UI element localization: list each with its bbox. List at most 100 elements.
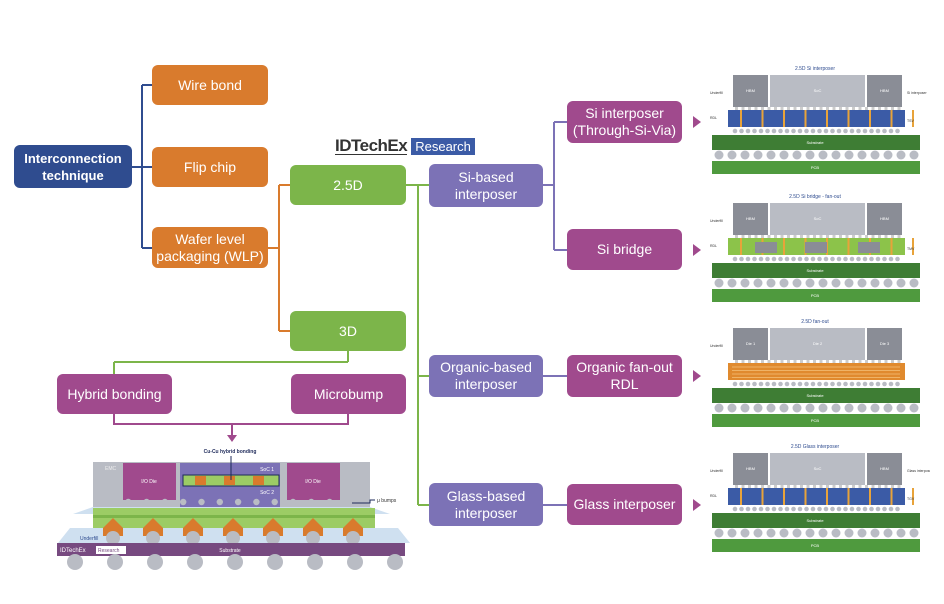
figure-mark [839,485,842,488]
figure-mark [735,107,738,110]
chip [770,328,865,360]
pcb [712,539,920,552]
solder-ball [805,150,815,160]
figure-mark [869,488,871,505]
figure-mark [735,485,738,488]
c4-bump [146,531,160,545]
chip [867,203,902,235]
solder-ball [883,278,893,288]
solder-ball [766,278,776,288]
c4-bump [226,531,240,545]
figure-mark [804,381,809,387]
figure-mark [823,506,829,512]
solder-ball [831,403,841,413]
figure-mark [797,128,803,134]
figure-mark [895,506,900,512]
emc-label: EMC [105,466,117,472]
figure-mark [884,360,888,363]
figure-mark [784,256,790,262]
figure-mark [897,485,901,488]
figure-mark [869,256,874,262]
solder-ball [753,150,763,160]
solder-ball [818,403,828,413]
figure-mark [826,235,829,238]
figure-mark [748,485,751,488]
pcb [712,161,920,174]
pcb [712,289,920,302]
chip-label: Die 2 [813,341,823,346]
figure-mark [793,107,797,110]
figure-mark [739,381,744,387]
figure-mark [845,107,849,110]
figure-mark [800,235,803,238]
figure-mark [783,110,785,127]
solder-ball [766,528,776,538]
ubump [271,498,278,506]
right-callout: TMV [907,247,915,251]
figure-mark [774,485,777,488]
solder-ball [844,278,854,288]
figure-mark [806,485,810,488]
figure-mark [849,506,855,512]
figure-mark [732,256,738,262]
figure-mark [767,360,771,363]
figure-mark [897,107,901,110]
solder-ball [896,528,906,538]
figure-mark [836,128,842,134]
figure-mark [869,110,871,127]
chip-label: HBM [880,466,889,471]
io-die-label: I/O Die [305,479,321,485]
figure-mark [884,235,888,238]
ubump [125,498,132,506]
chip-label: SoC [814,466,822,471]
figure-mark [800,360,803,363]
substrate [712,263,920,278]
solder-ball [844,528,854,538]
figure-mark [745,128,751,134]
solder-ball [831,278,841,288]
solder-ball [792,150,802,160]
figure-mark [784,128,790,134]
solder-ball [831,150,841,160]
figure-mark [735,360,738,363]
figure-mark [875,506,881,512]
left-callout: RDL [710,116,717,120]
figure-mark [912,238,914,255]
io-die-label: I/O Die [141,479,157,485]
solder-ball [909,278,919,288]
left-callout: RDL [710,244,717,248]
figure-mark [740,488,742,505]
figure-mark [890,488,893,505]
bridge-die [858,242,880,253]
figure-mark [862,256,868,262]
figure-mark [856,381,861,387]
solder-ball [779,278,789,288]
bridge-die [805,242,827,253]
figure-mark [871,485,875,488]
solder-ball [714,278,724,288]
solder-ball [883,150,893,160]
node-hybrid-bonding: Hybrid bonding [57,374,172,414]
figure-mark [882,506,887,512]
figure-mark [888,128,894,134]
figure-mark [865,485,868,488]
solder-ball [857,278,867,288]
ubumps-label: μ bumps [377,498,397,504]
figure-mark [732,128,738,134]
figure-mark [748,235,751,238]
solder-ball [753,278,763,288]
figure-mark [849,256,855,262]
solder-ball [740,403,750,413]
figure-mark [852,485,855,488]
solder-ball [857,528,867,538]
figure-mark [832,360,836,363]
figure-mark [875,381,881,387]
figure-mark [847,238,850,255]
pcb-label: PCB [811,543,820,548]
copper-pillar [103,518,123,536]
figure-mark [830,381,835,387]
chip-label: HBM [746,216,755,221]
figure-mark [823,256,829,262]
chip [770,75,865,107]
solder-ball [753,528,763,538]
